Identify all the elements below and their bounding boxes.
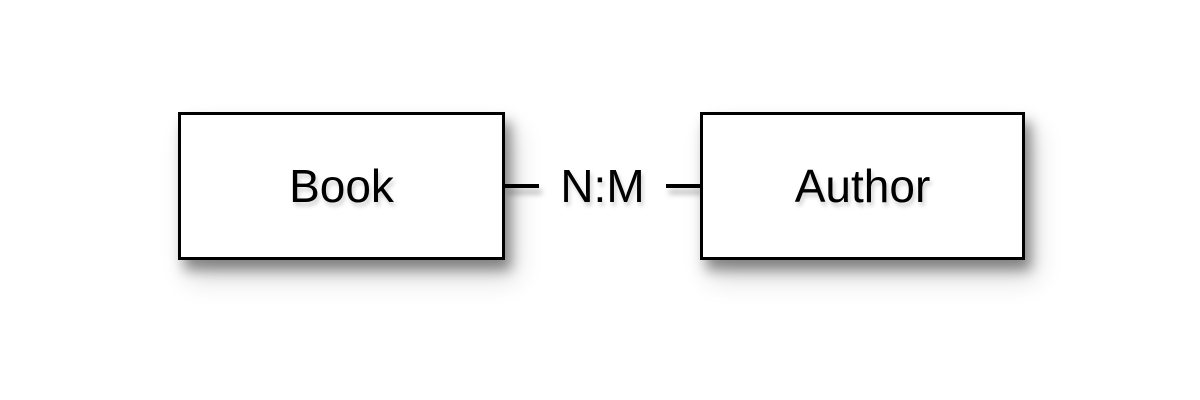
entity-book-label: Book <box>289 160 394 212</box>
entity-book: Book <box>178 112 505 260</box>
entity-author-label: Author <box>794 160 931 212</box>
relationship-cardinality-text: N:M <box>560 160 645 212</box>
entity-author: Author <box>700 112 1025 260</box>
relationship-line-left <box>505 184 539 188</box>
relationship-line-right <box>666 184 700 188</box>
